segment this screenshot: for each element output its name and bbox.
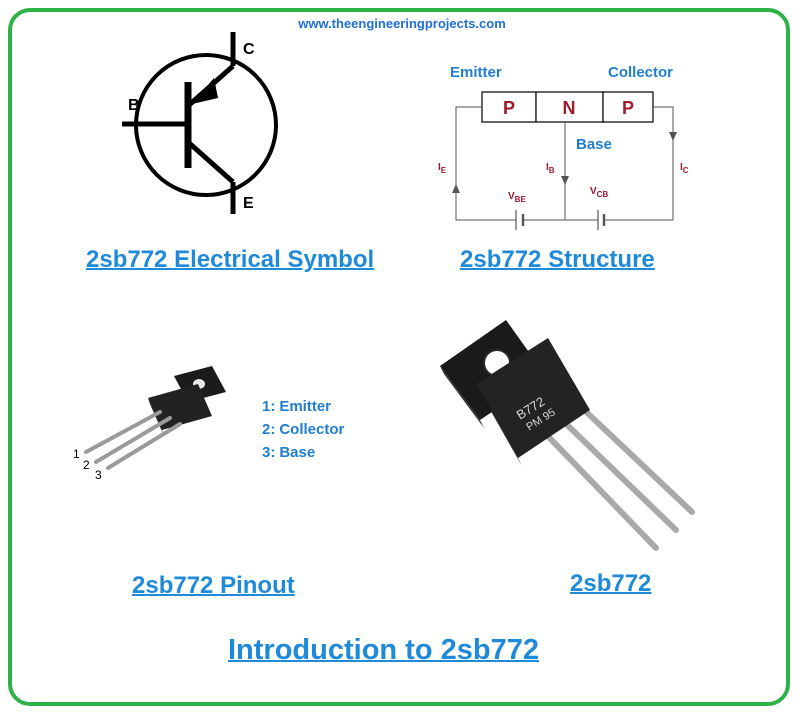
symbol-label-e: E	[243, 195, 254, 212]
leg-large-2	[557, 415, 679, 533]
layer-p1: P	[503, 98, 515, 118]
caption-electrical-symbol[interactable]: 2sb772 Electrical Symbol	[86, 246, 375, 273]
leg-small-1	[84, 410, 162, 454]
body-small-side	[148, 398, 164, 436]
label-ic: IC	[680, 162, 689, 175]
pin-number: 2:	[262, 421, 276, 438]
caption-structure[interactable]: 2sb772 Structure	[460, 246, 655, 273]
arrow-ie	[452, 184, 460, 193]
arrow-ib	[561, 176, 569, 185]
symbol-label-c: C	[243, 41, 255, 58]
pin-row-3: 3: Base	[262, 444, 344, 467]
leg-small-3	[106, 422, 182, 470]
leg-number-1: 1	[73, 447, 80, 461]
leg-number-2: 2	[83, 458, 90, 472]
label-ie: IE	[438, 162, 447, 175]
caption-pinout[interactable]: 2sb772 Pinout	[132, 572, 295, 599]
leg-number-3: 3	[95, 468, 102, 482]
symbol-arrow	[192, 78, 218, 104]
pin-name: Collector	[279, 421, 345, 438]
pin-row-2: 2: Collector	[262, 421, 344, 444]
caption-photo[interactable]: 2sb772	[570, 570, 652, 597]
pin-name: Base	[279, 444, 316, 461]
body-large-edge	[476, 384, 522, 466]
pin-number: 3:	[262, 444, 276, 461]
tab-large-edge	[440, 366, 484, 428]
layer-p2: P	[622, 98, 634, 118]
body-small	[148, 384, 212, 430]
wire-collector	[604, 106, 674, 221]
pin-name: Emitter	[279, 398, 332, 415]
label-base: Base	[576, 136, 612, 153]
main-title[interactable]: Introduction to 2sb772	[228, 634, 539, 666]
label-vbe: VBE	[508, 191, 526, 204]
pin-row-1: 1: Emitter	[262, 398, 344, 421]
pin-list: 1: Emitter 2: Collector 3: Base	[262, 398, 344, 467]
symbol-emitter-line	[186, 140, 235, 184]
body-large	[476, 338, 590, 458]
wire-emitter	[455, 106, 516, 221]
layer-n: N	[563, 98, 576, 118]
leg-small-2	[94, 416, 172, 464]
pin-number: 1:	[262, 398, 276, 415]
label-collector: Collector	[608, 64, 674, 81]
layer-box-p2	[602, 91, 654, 123]
leg-large-3	[577, 403, 695, 515]
leg-large-1	[537, 425, 659, 551]
label-ib: IB	[546, 162, 555, 175]
label-emitter: Emitter	[450, 64, 502, 81]
symbol-label-b: B	[128, 97, 140, 114]
site-url[interactable]: www.theengineeringprojects.com	[298, 16, 506, 31]
arrow-ic	[669, 132, 677, 141]
label-vcb: VCB	[590, 186, 608, 199]
